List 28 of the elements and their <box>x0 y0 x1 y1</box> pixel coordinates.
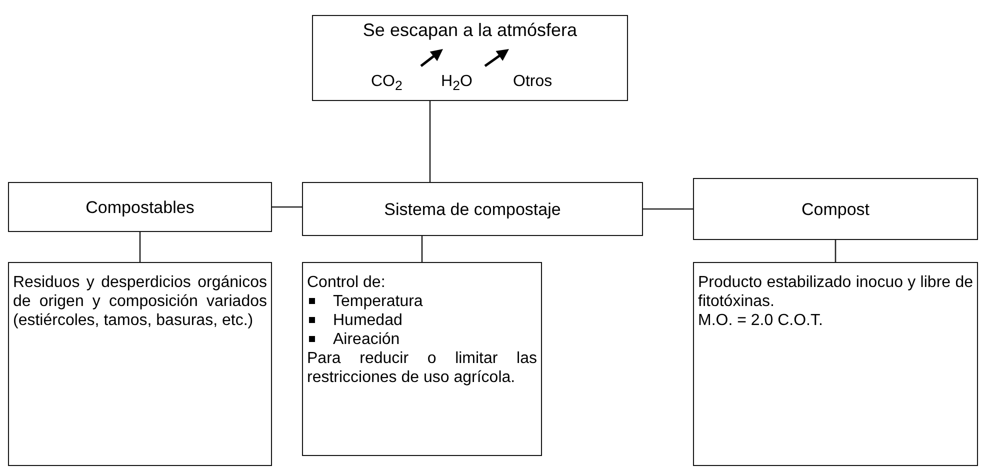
connector-line <box>421 236 423 262</box>
connector-line <box>643 208 693 210</box>
paragraph: M.O. = 2.0 C.O.T. <box>698 311 824 330</box>
connector-line <box>272 206 302 208</box>
connector-line <box>139 232 141 262</box>
bullet-item: Aireación <box>307 330 537 349</box>
text-box <box>302 262 542 456</box>
connector-line <box>834 240 836 262</box>
text-box <box>8 262 272 466</box>
connector-line <box>429 101 431 182</box>
bullet-item: Humedad <box>307 311 537 330</box>
paragraph: Residuos y desperdicios orgánicos de origen y composición variados (estiércoles, tamos, basuras, etc.) <box>13 273 267 330</box>
formula-label: Otros <box>513 72 552 91</box>
paragraph: Para reducir o limitar las restricciones de uso agrícola. <box>307 349 537 387</box>
paragraph: Control de: <box>307 273 386 292</box>
box-title: Sistema de compostaje <box>384 200 561 218</box>
box-title: Compost <box>801 200 870 218</box>
text-box <box>693 262 978 466</box>
paragraph: Producto estabilizado inocuo y libre de fitotóxinas. <box>698 273 973 311</box>
bullet-item: Temperatura <box>307 292 537 311</box>
process-box <box>8 182 272 232</box>
heading: Se escapan a la atmósfera <box>362 21 578 40</box>
process-box <box>693 178 978 240</box>
box-title: Compostables <box>86 198 194 216</box>
formula-label: H$_{2}$O <box>441 72 472 96</box>
text-box <box>312 15 628 101</box>
formula-label: CO$_{2}$ <box>371 72 402 96</box>
process-box <box>302 182 643 236</box>
